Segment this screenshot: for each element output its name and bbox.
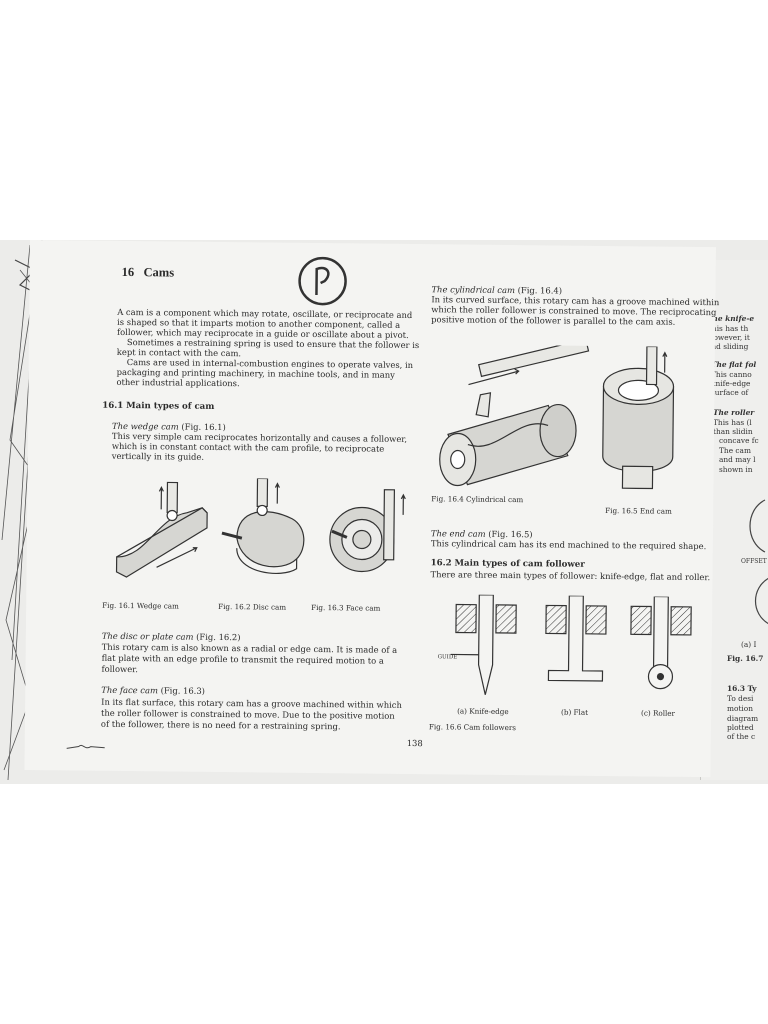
textbook-page: 16 Cams A cam is a component which may r… (24, 240, 719, 778)
figure-caption: Fig. 16.4 Cylindrical cam (431, 494, 524, 505)
subheading-title: The disc or plate cam (101, 630, 194, 642)
rs-line: The knife-e (707, 314, 755, 323)
chapter-number: 16 (121, 264, 135, 280)
end-cam-figure (602, 345, 675, 490)
figure-caption: Fig. 16.2 Disc cam (218, 601, 287, 612)
rs-line: (a) I (741, 640, 757, 649)
subheading-title: The end cam (430, 528, 486, 539)
rs-line: than slidin (713, 427, 753, 436)
follower-label: (b) Flat (561, 707, 589, 717)
subheading-ref: (Fig. 16.3) (160, 685, 206, 696)
partial-figure (749, 499, 766, 553)
figure-caption: Fig. 16.1 Wedge cam (102, 600, 179, 611)
page-number: 138 (406, 737, 423, 749)
signature-scribble (66, 744, 105, 749)
follower-label: (c) Roller (641, 708, 676, 718)
partial-figure (755, 577, 768, 625)
rs-line: 16.3 Ty (727, 684, 757, 693)
cam-followers-figure (450, 594, 692, 695)
rs-line: and sliding (707, 342, 749, 351)
intro-line: other industrial applications. (116, 376, 240, 389)
chapter-heading: 16 Cams (122, 265, 175, 281)
flat-follower (545, 595, 607, 682)
rs-line: This has (l (713, 418, 752, 427)
body-line: positive motion of the follower is paral… (431, 314, 676, 327)
rs-line: shown in (719, 465, 753, 474)
rs-line: diagram (727, 714, 759, 723)
figure-caption: Fig. 16.3 Face cam (311, 602, 381, 613)
rs-line: To desi (727, 694, 754, 703)
follower-label: (a) Knife-edge (457, 706, 509, 717)
body-line: This cylindrical cam has its end machine… (430, 538, 707, 552)
knife-edge-follower (450, 594, 517, 695)
rs-line: The flat fol (711, 360, 757, 369)
rs-line: concave fc (719, 436, 759, 445)
body-line: There are three main types of follower: … (430, 569, 711, 583)
figures-16-4-16-5 (439, 344, 675, 490)
disc-cam-figure (221, 477, 305, 575)
document-sheet: The knife-e This has th However, it and … (0, 240, 768, 784)
rs-line: This canno (711, 370, 752, 379)
subheading-ref: (Fig. 16.5) (488, 528, 533, 540)
chapter-title: Cams (143, 265, 175, 280)
rs-line: The roller (713, 408, 755, 417)
rs-line: surface of (711, 388, 749, 397)
rs-line: and may l (719, 455, 756, 464)
figures-16-1-to-16-3 (115, 477, 406, 578)
body-line: of the follower, there is no need for a … (100, 718, 341, 732)
section-heading: 16.1 Main types of cam (102, 400, 215, 412)
subheading: The disc or plate cam (Fig. 16.2) (102, 631, 241, 642)
handwritten-mark-icon (298, 256, 347, 306)
body-line: follower. (101, 663, 138, 675)
face-cam-figure (329, 489, 406, 573)
body-line: vertically in its guide. (111, 450, 205, 462)
figure-caption: Fig. 16.6 Cam followers (428, 722, 517, 733)
rs-line: OFFSET (741, 558, 767, 565)
wedge-cam-figure (115, 481, 208, 578)
rs-line: The cam (719, 446, 751, 455)
subheading-ref: (Fig. 16.4) (517, 285, 563, 296)
roller-follower (630, 595, 692, 690)
rs-line: motion (727, 704, 754, 713)
subheading-ref: (Fig. 16.1) (181, 421, 226, 433)
section-heading: 16.2 Main types of cam follower (430, 558, 585, 570)
rs-line: However, it (707, 333, 750, 342)
subheading-title: The face cam (101, 684, 158, 696)
figure-caption: Fig. 16.5 End cam (605, 506, 672, 516)
cylindrical-cam-figure (439, 344, 590, 487)
rs-line: of the c (727, 732, 756, 741)
subheading-title: The wedge cam (112, 420, 179, 432)
subheading: The face cam (Fig. 16.3) (101, 685, 205, 696)
rs-line: plotted (727, 723, 754, 732)
body-line: flat plate with an edge profile to trans… (101, 652, 384, 666)
rs-line: knife-edge (711, 379, 751, 388)
rs-line: Fig. 16.7 (727, 654, 764, 663)
guide-label: GUIDE (437, 654, 458, 661)
rs-line: This has th (707, 324, 749, 333)
subheading-ref: (Fig. 16.2) (196, 631, 241, 643)
